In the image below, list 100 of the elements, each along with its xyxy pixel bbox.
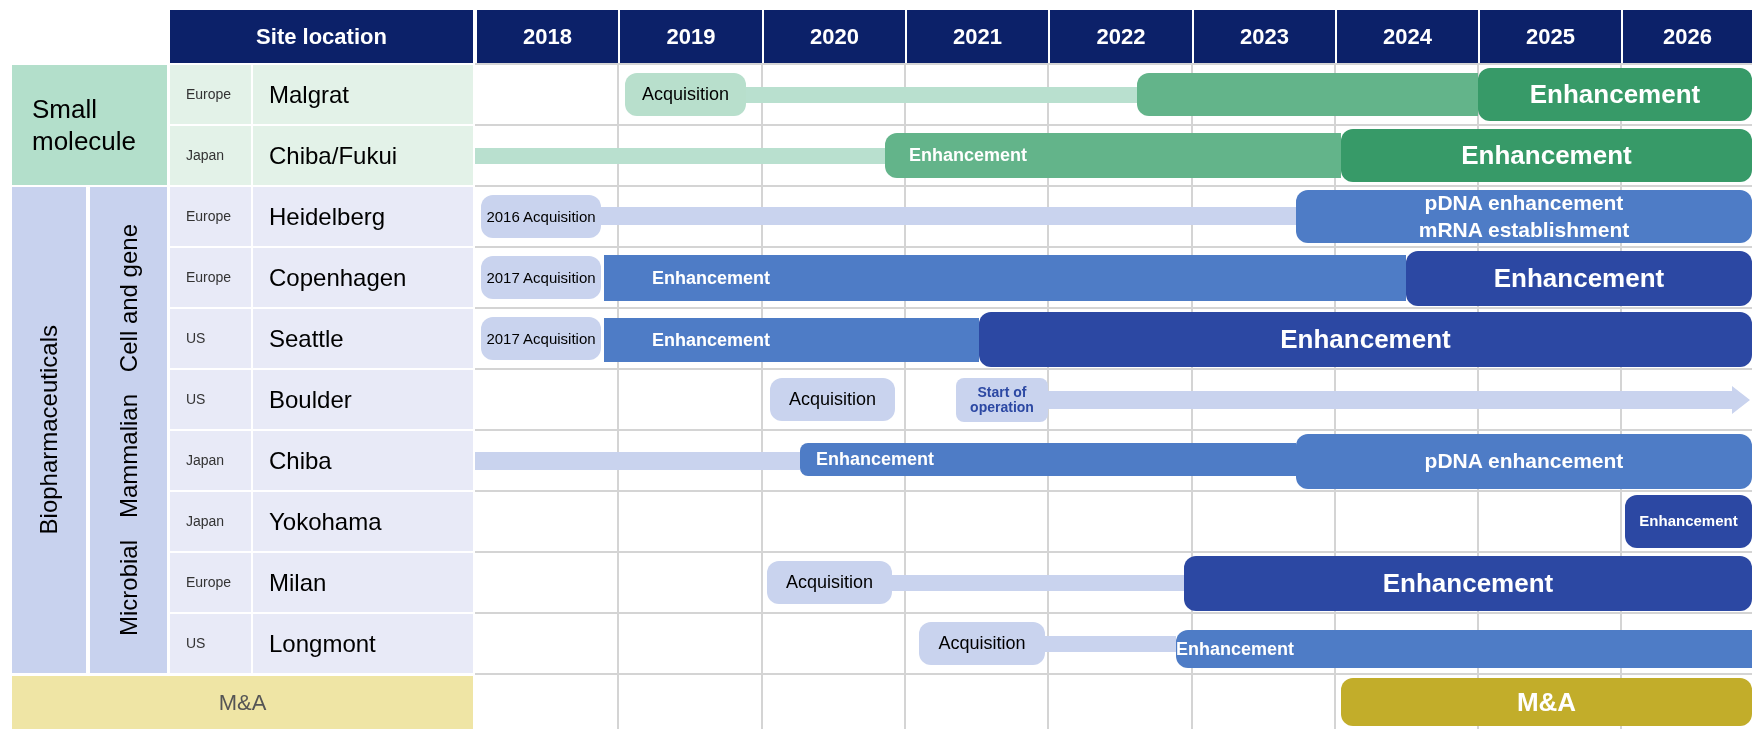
header-label: Site location <box>256 23 387 51</box>
timeline-bar <box>604 255 1406 301</box>
year-label: 2023 <box>1240 23 1289 51</box>
year-label: 2020 <box>810 23 859 51</box>
region-label: Europe <box>186 268 232 287</box>
bar-label: mRNA establishment <box>1418 216 1630 243</box>
timeline-bar <box>1137 73 1478 116</box>
site-name: Yokohama <box>269 506 382 537</box>
year-header <box>764 10 905 63</box>
timeline-bar <box>1296 190 1752 243</box>
acquisition-label: Acquisition <box>785 571 873 594</box>
site-name: Malgrat <box>269 79 350 110</box>
year-label: 2024 <box>1383 23 1432 51</box>
region-cell <box>170 65 251 124</box>
acquisition-box <box>625 73 746 116</box>
bar-label: Enhancement <box>652 266 771 290</box>
year-header <box>1480 10 1621 63</box>
year-header <box>620 10 762 63</box>
timeline-bar <box>1184 556 1752 611</box>
bar-label: Enhancement <box>816 448 935 471</box>
year-label: 2025 <box>1526 23 1575 51</box>
category-cell <box>12 65 167 185</box>
region-label: Japan <box>186 146 225 165</box>
year-header <box>1623 10 1752 63</box>
region-label: US <box>186 329 206 348</box>
bar-label: Enhancement <box>1280 323 1451 356</box>
bar-label: Enhancement <box>1493 262 1665 295</box>
acquisition-label: Acquisition <box>788 388 876 411</box>
site-cell <box>253 65 473 124</box>
progress-bar <box>601 207 1296 225</box>
year-label: 2019 <box>666 23 716 51</box>
acquisition-box <box>919 622 1045 665</box>
year-header <box>907 10 1048 63</box>
acquisition-box <box>767 561 892 604</box>
bar-label: Enhancement <box>652 328 771 352</box>
site-name: Heidelberg <box>269 201 386 232</box>
year-header <box>1194 10 1335 63</box>
timeline-bar <box>1341 678 1752 726</box>
year-header <box>1337 10 1478 63</box>
timeline-bar <box>885 133 1341 178</box>
site-name: Seattle <box>269 323 344 354</box>
acquisition-box <box>481 195 601 238</box>
bar-label: pDNA enhancement <box>1424 448 1624 475</box>
year-label: 2018 <box>523 23 572 51</box>
region-label: Japan <box>186 451 225 470</box>
region-label: Europe <box>186 207 232 226</box>
year-header <box>1050 10 1192 63</box>
timeline-bar <box>604 318 979 362</box>
acquisition-label: 2017 Acquisition <box>486 269 596 286</box>
year-header <box>477 10 618 63</box>
region-label: Europe <box>186 85 232 104</box>
site-name: Chiba <box>269 445 332 476</box>
category-cell <box>90 187 167 673</box>
acquisition-label: Acquisition <box>938 632 1026 655</box>
bar-label: Enhancement <box>1382 567 1554 600</box>
bar-label: Enhancement <box>1176 637 1295 661</box>
bar-label: Enhancement <box>1639 511 1738 532</box>
progress-bar <box>475 148 885 164</box>
bar-label: Enhancement <box>1529 78 1701 111</box>
timeline-bar <box>1478 68 1752 121</box>
timeline-bar <box>1341 129 1752 182</box>
category-label: Mammalian <box>116 394 141 519</box>
acquisition-box <box>770 378 895 421</box>
site-name: Longmont <box>269 628 376 659</box>
site-name: Chiba/Fukui <box>269 140 398 171</box>
year-label: 2022 <box>1096 23 1146 51</box>
bar-label: M&A <box>1516 685 1577 719</box>
start-box <box>956 378 1048 422</box>
timeline-bar <box>1296 434 1752 489</box>
category-label: M&A <box>218 689 267 717</box>
site-name: Copenhagen <box>269 262 407 293</box>
category-cell <box>12 676 473 729</box>
site-name: Boulder <box>269 384 352 415</box>
site-name: Milan <box>269 567 327 598</box>
progress-bar <box>1045 636 1176 652</box>
category-cell <box>12 187 86 673</box>
timeline-bar <box>1625 495 1752 548</box>
progress-bar <box>746 87 1137 103</box>
bar-label: pDNA enhancement <box>1424 190 1624 217</box>
region-cell <box>170 126 251 185</box>
start-label: Start of operation <box>969 384 1035 416</box>
acquisition-box <box>481 317 601 360</box>
category-label: Microbial <box>116 539 141 636</box>
year-label: 2021 <box>953 23 1002 51</box>
header-cell <box>170 10 473 63</box>
region-label: US <box>186 634 206 653</box>
acquisition-box <box>481 256 601 299</box>
progress-bar <box>892 575 1184 591</box>
timeline-bar <box>979 312 1752 367</box>
bar-label: Enhancement <box>909 144 1028 167</box>
category-label: Cell and gene <box>116 224 141 373</box>
acquisition-label: Acquisition <box>641 83 729 106</box>
timeline-bar <box>1176 630 1752 668</box>
timeline-bar <box>1406 251 1752 306</box>
region-label: Europe <box>186 573 232 592</box>
timeline-bar <box>800 443 1296 476</box>
region-label: Japan <box>186 512 225 531</box>
acquisition-label: 2017 Acquisition <box>486 330 596 347</box>
acquisition-label: 2016 Acquisition <box>486 208 596 225</box>
category-label: Biopharmaceuticals <box>37 325 61 535</box>
